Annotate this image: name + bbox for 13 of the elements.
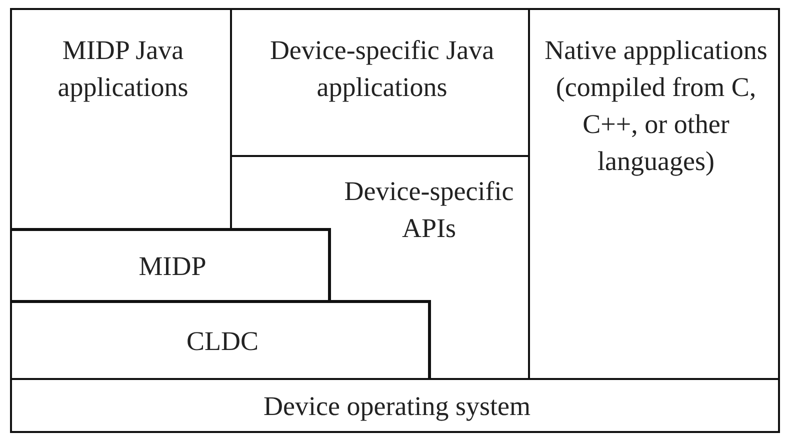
layer-label: MIDP [138, 250, 208, 283]
layer-box [10, 228, 331, 302]
layer-label: Device operating system [262, 390, 532, 423]
layer-box [230, 8, 530, 157]
layer-box [10, 300, 431, 380]
layer-label: Device-specific Java applications [268, 34, 496, 104]
layer-label: CLDC [185, 325, 260, 358]
layer-box [10, 8, 232, 230]
layer-box [528, 8, 780, 380]
layer-label: Native appplications (compiled from C, C++, or other languages) [544, 34, 768, 178]
layer-label: MIDP Java applications [56, 34, 190, 104]
layer-box [10, 378, 780, 433]
layer-label: Device-specific APIs [332, 157, 526, 298]
